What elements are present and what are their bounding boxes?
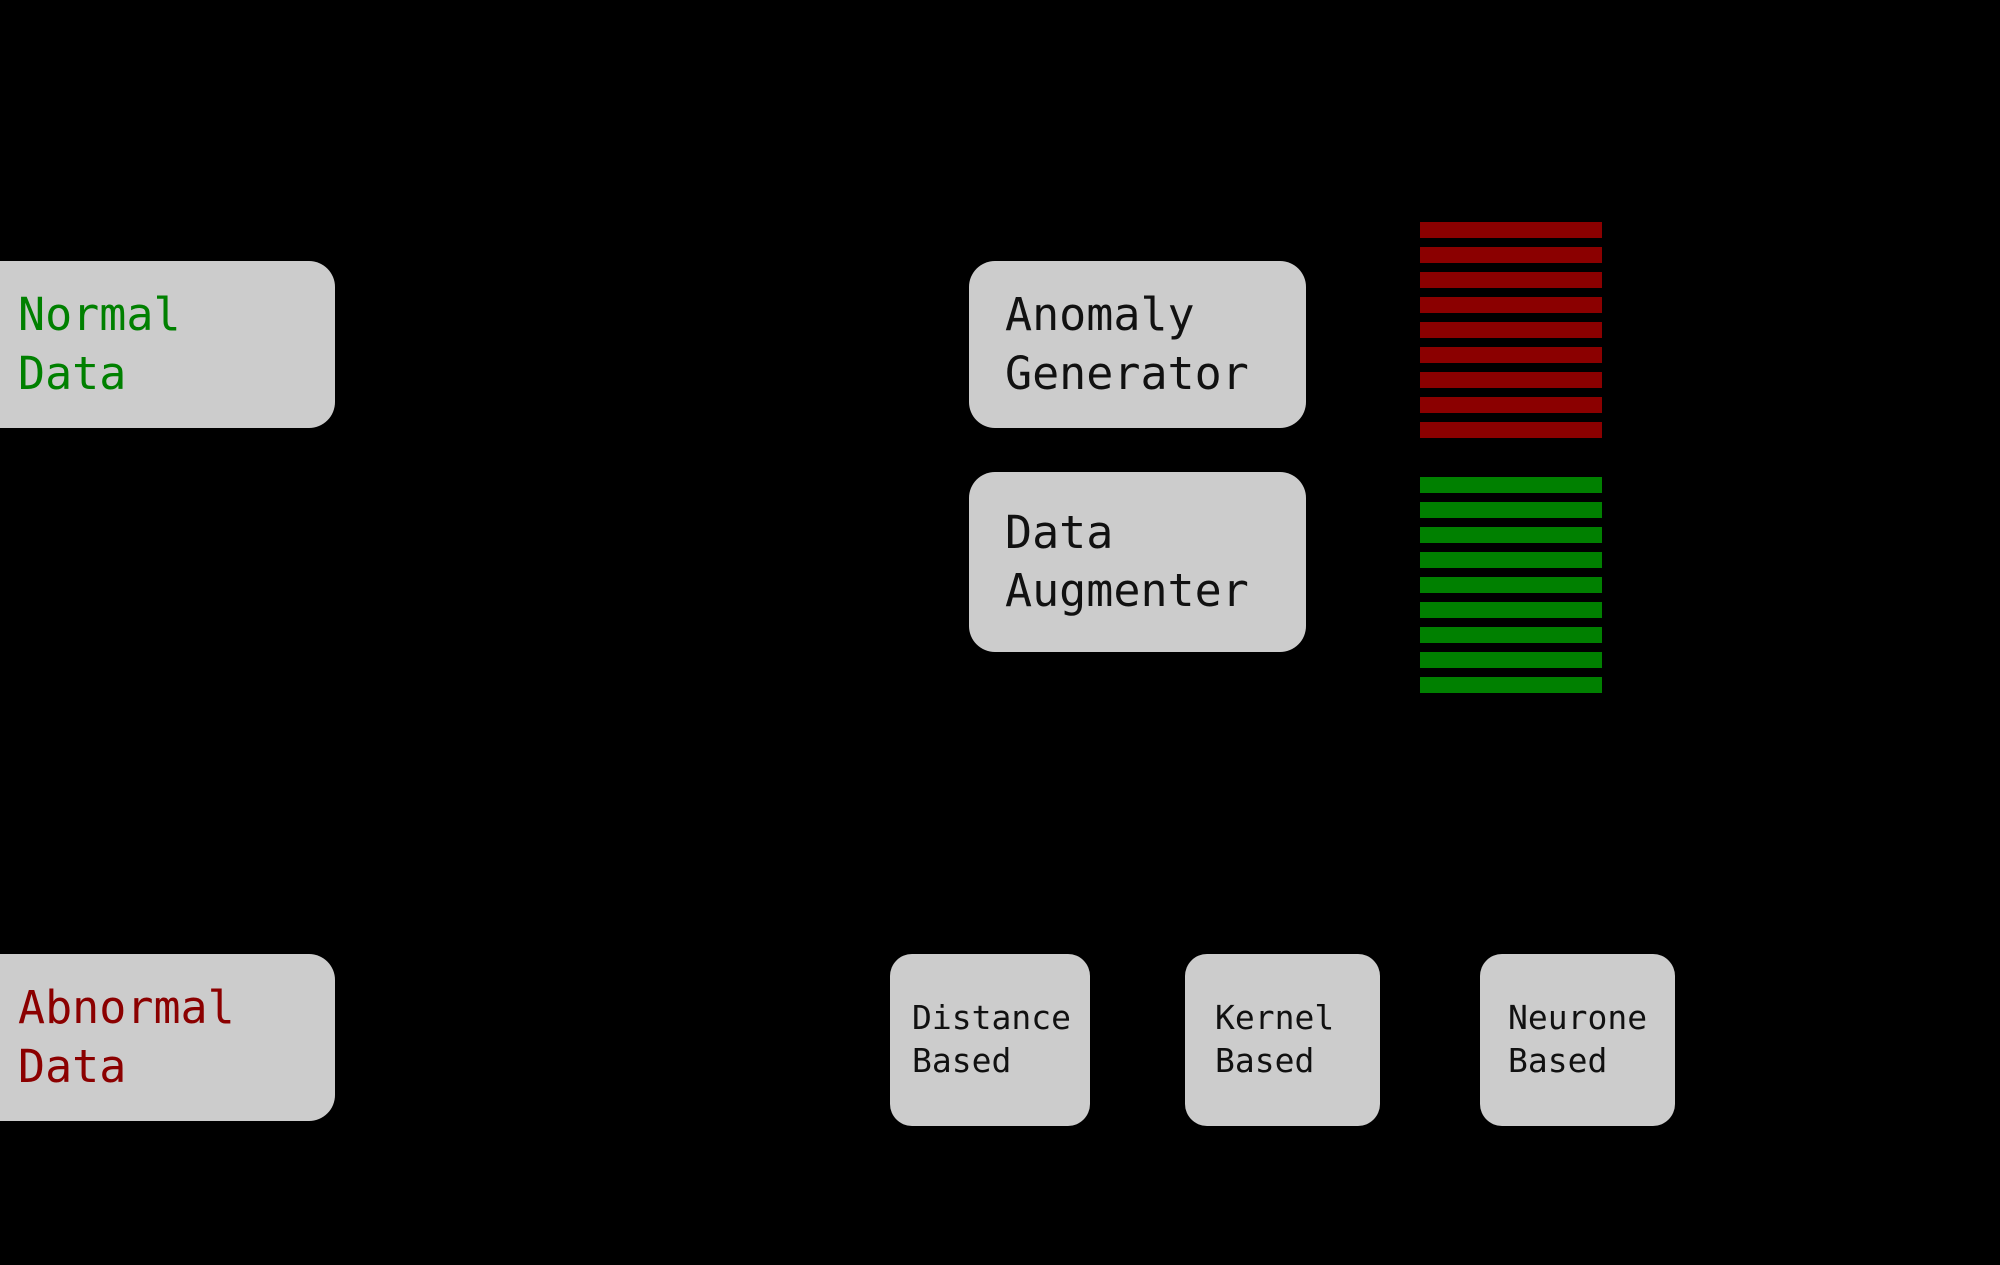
sample-bar xyxy=(1420,577,1602,593)
sample-bar xyxy=(1420,552,1602,568)
node-distance-based-line2: Based xyxy=(912,1041,1012,1080)
sample-bar xyxy=(1420,322,1602,338)
sample-bar xyxy=(1420,652,1602,668)
generated-sample-stack xyxy=(1420,222,1602,693)
node-distance-based[interactable]: Distance Based xyxy=(890,954,1090,1126)
node-data-augmenter-line1: Data xyxy=(1005,505,1114,559)
sample-bar xyxy=(1420,677,1602,693)
node-kernel-based-line2: Based xyxy=(1215,1041,1315,1080)
node-distance-based-line1: Distance xyxy=(912,998,1071,1038)
sample-bar xyxy=(1420,272,1602,288)
node-abnormal-data-line1: Abnormal xyxy=(18,981,235,1034)
node-neurone-based-line1: Neurone xyxy=(1508,998,1648,1038)
node-normal-data-line1: Normal xyxy=(18,288,181,341)
node-neurone-based-line2: Based xyxy=(1508,1041,1608,1080)
node-anomaly-generator-line1: Anomaly xyxy=(1005,288,1195,341)
sample-bar xyxy=(1420,297,1602,313)
sample-bar xyxy=(1420,222,1602,238)
node-abnormal-data[interactable]: Abnormal Data xyxy=(0,954,335,1121)
node-kernel-based-line1: Kernel xyxy=(1215,998,1335,1038)
sample-bar xyxy=(1420,347,1602,363)
node-normal-data-line2: Data xyxy=(18,346,127,400)
sample-bar xyxy=(1420,422,1602,438)
sample-bar xyxy=(1420,527,1602,543)
sample-bar xyxy=(1420,247,1602,263)
sample-bar xyxy=(1420,477,1602,493)
node-data-augmenter[interactable]: Data Augmenter xyxy=(969,472,1306,652)
node-normal-data[interactable]: Normal Data xyxy=(0,261,335,428)
sample-bar xyxy=(1420,372,1602,388)
node-kernel-based[interactable]: Kernel Based xyxy=(1185,954,1380,1126)
node-data-augmenter-line2: Augmenter xyxy=(1005,564,1249,617)
sample-bar xyxy=(1420,602,1602,618)
node-anomaly-generator[interactable]: Anomaly Generator xyxy=(969,261,1306,428)
sample-bar xyxy=(1420,627,1602,643)
sample-bar xyxy=(1420,397,1602,413)
sample-bar xyxy=(1420,502,1602,518)
node-abnormal-data-line2: Data xyxy=(18,1039,127,1093)
node-anomaly-generator-line2: Generator xyxy=(1005,346,1249,400)
node-neurone-based[interactable]: Neurone Based xyxy=(1480,954,1675,1126)
